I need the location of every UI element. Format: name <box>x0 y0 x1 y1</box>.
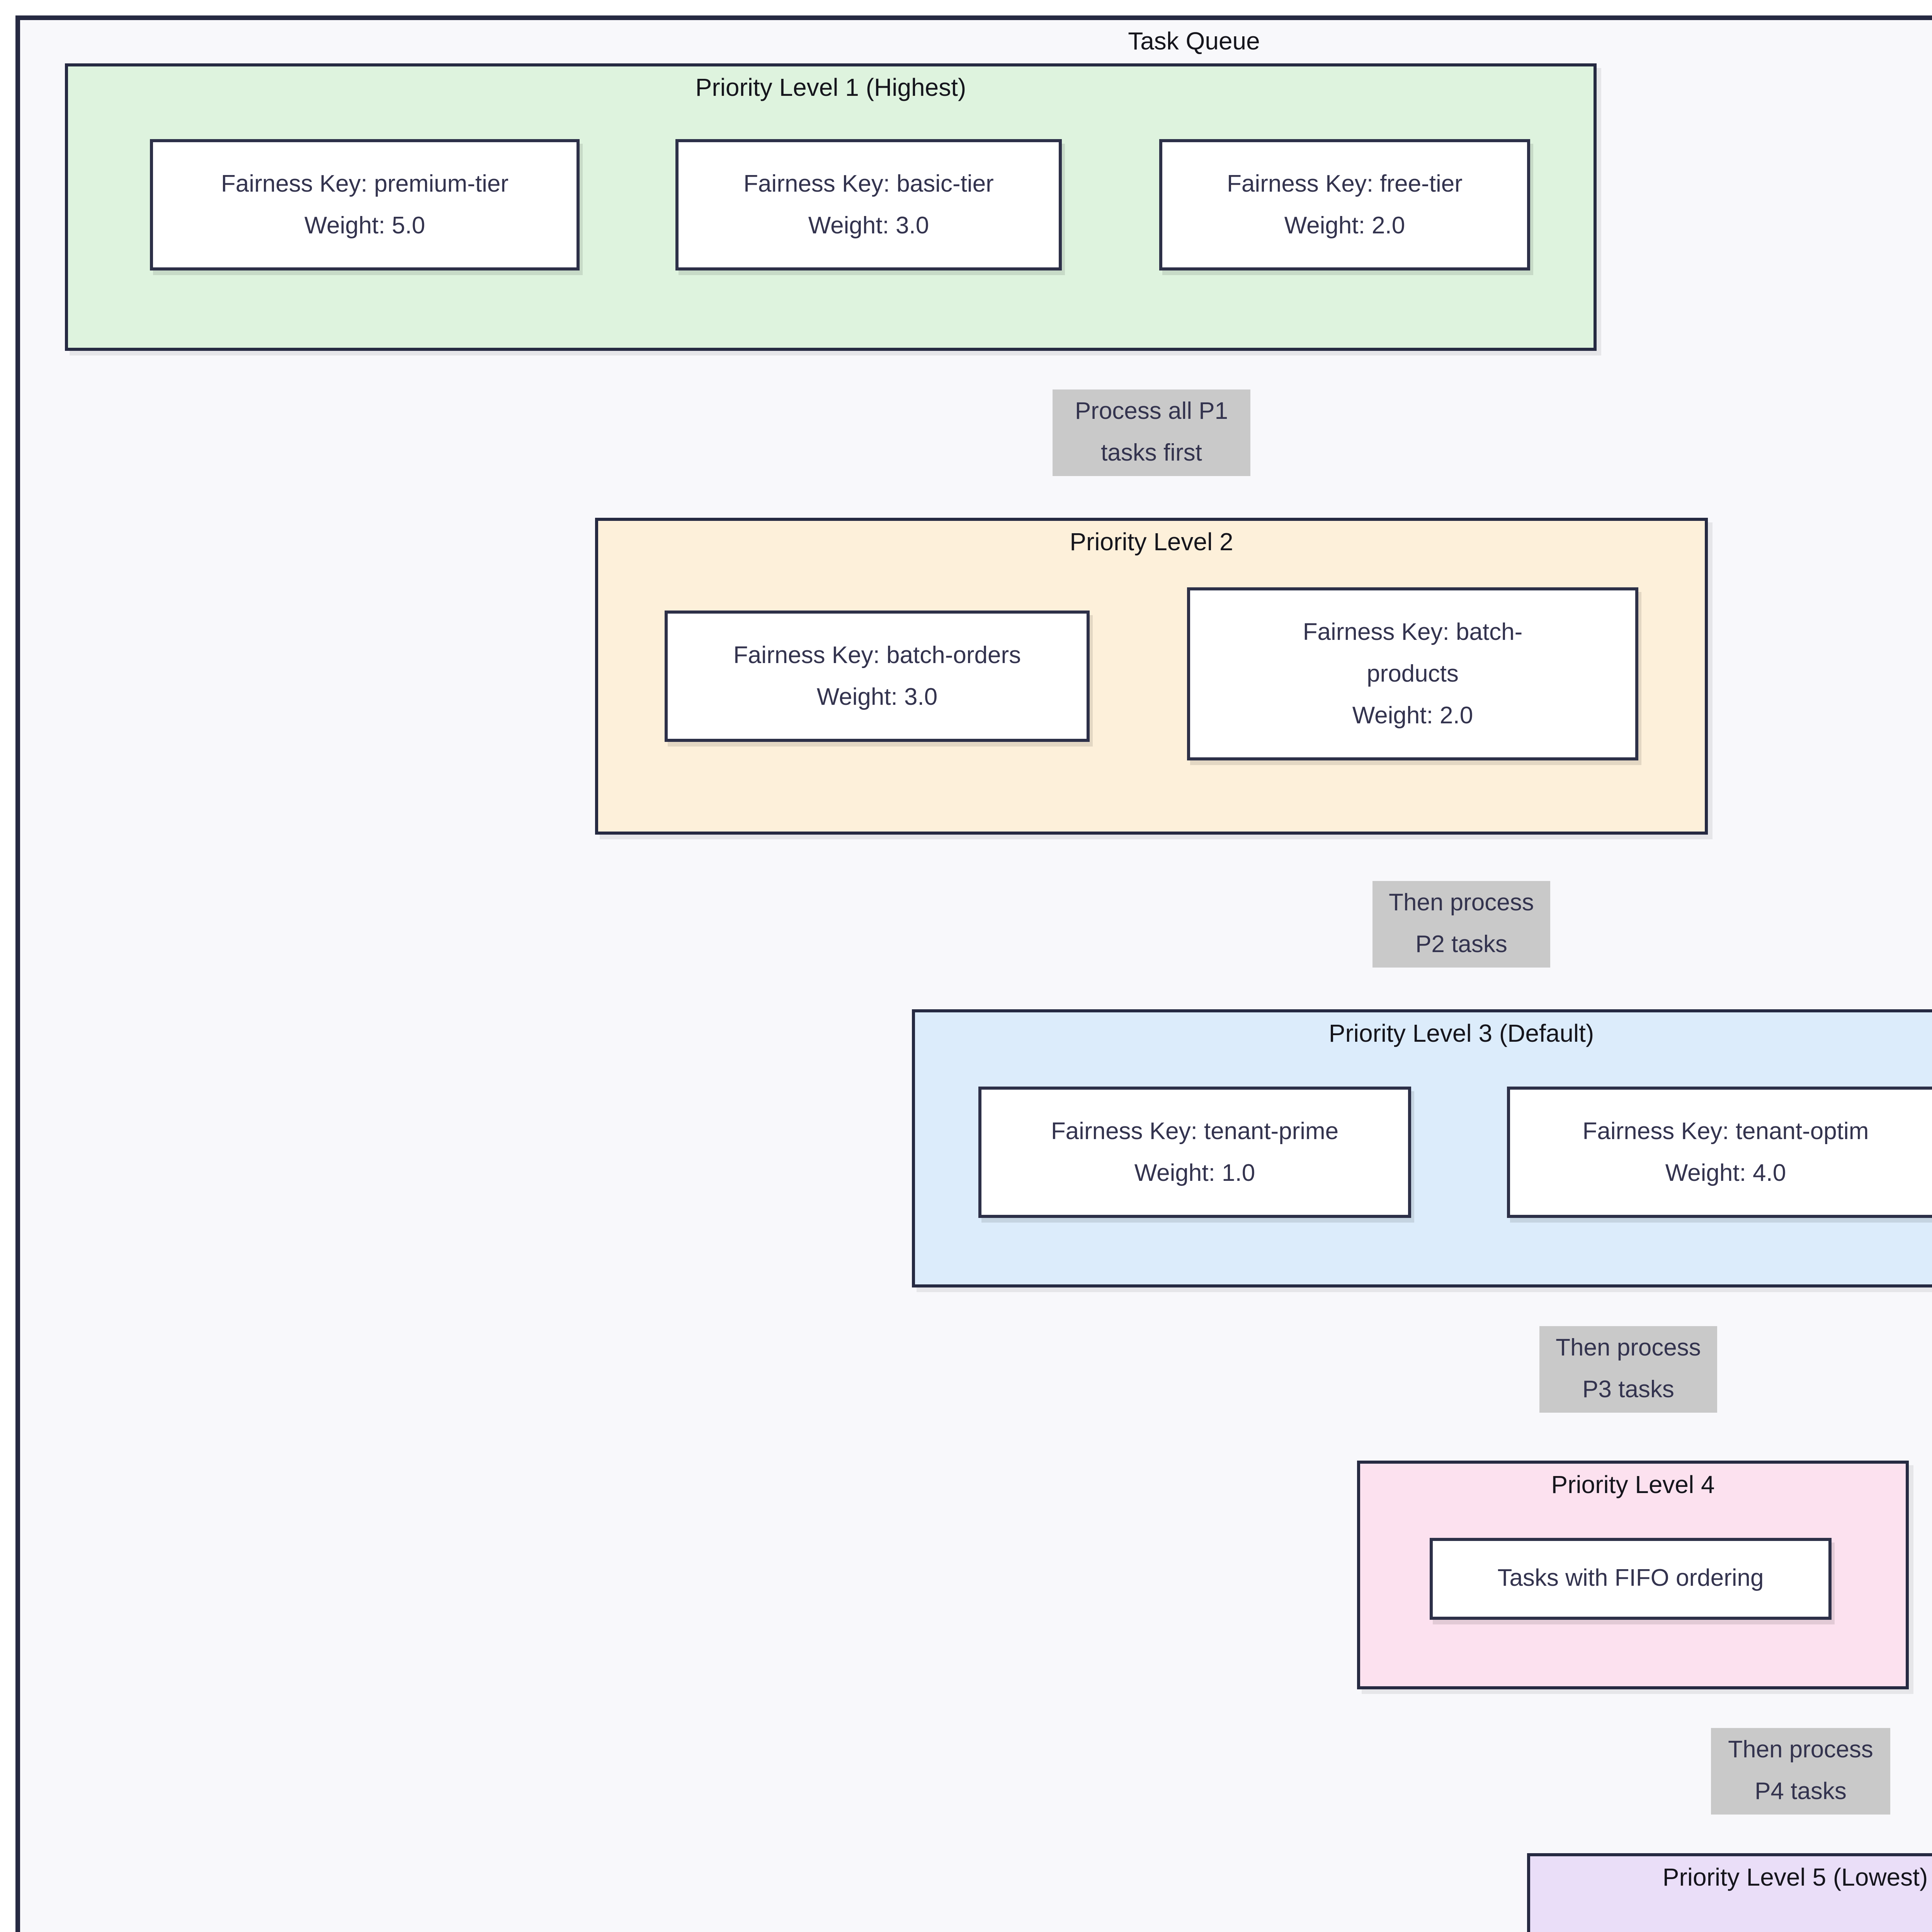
group-priority-4-title: Priority Level 4 <box>1551 1473 1715 1499</box>
node-batch-products: Fairness Key: batch- products Weight: 2.… <box>1187 587 1638 760</box>
edge-label-p2-p3: Then process P2 tasks <box>1372 881 1550 968</box>
edge-label-text-line: Process all P1 <box>1075 399 1228 425</box>
node-tenant-prime: Fairness Key: tenant-prime Weight: 1.0 <box>978 1087 1411 1218</box>
node-p4-fifo: Tasks with FIFO ordering <box>1430 1538 1832 1620</box>
group-priority-3-title: Priority Level 3 (Default) <box>1328 1022 1594 1048</box>
edge-label-p1-p2: Process all P1 tasks first <box>1053 389 1250 476</box>
group-priority-1-title: Priority Level 1 (Highest) <box>695 76 966 102</box>
node-text-line: Fairness Key: tenant-prime <box>1051 1118 1339 1145</box>
edge-label-p4-p5: Then process P4 tasks <box>1711 1728 1890 1815</box>
group-priority-5-title: Priority Level 5 (Lowest) <box>1662 1866 1928 1892</box>
node-batch-orders: Fairness Key: batch-orders Weight: 3.0 <box>665 611 1090 742</box>
node-text-line: products <box>1367 661 1459 687</box>
edge-label-text-line: Then process <box>1556 1335 1701 1362</box>
group-priority-5: Priority Level 5 (Lowest) <box>1527 1853 1932 1932</box>
node-text-line: Weight: 2.0 <box>1352 702 1473 729</box>
edge-label-text-line: Then process <box>1389 890 1534 917</box>
edge-label-text-line: P2 tasks <box>1415 932 1507 958</box>
edge-label-text-line: P3 tasks <box>1582 1377 1674 1403</box>
edge-label-p3-p4: Then process P3 tasks <box>1539 1326 1717 1413</box>
node-text-line: Fairness Key: batch-orders <box>733 642 1021 668</box>
node-free-tier: Fairness Key: free-tier Weight: 2.0 <box>1159 139 1530 270</box>
node-text-line: Weight: 5.0 <box>304 213 425 239</box>
edge-label-text-line: P4 tasks <box>1755 1779 1847 1805</box>
node-text-line: Weight: 3.0 <box>808 213 929 239</box>
task-queue-title: Task Queue <box>1128 29 1260 56</box>
node-text-line: Fairness Key: basic-tier <box>743 171 994 197</box>
node-text-line: Weight: 3.0 <box>816 684 938 710</box>
edge-label-text-line: Then process <box>1728 1737 1873 1764</box>
group-priority-2-title: Priority Level 2 <box>1070 530 1233 556</box>
edge-label-text-line: tasks first <box>1101 440 1202 467</box>
node-text-line: Fairness Key: batch- <box>1303 619 1523 645</box>
node-text-line: Weight: 1.0 <box>1134 1160 1255 1186</box>
node-text-line: Fairness Key: premium-tier <box>221 171 509 197</box>
node-text-line: Weight: 2.0 <box>1284 213 1405 239</box>
node-text-line: Fairness Key: tenant-optim <box>1582 1118 1869 1145</box>
node-tenant-optim: Fairness Key: tenant-optim Weight: 4.0 <box>1507 1087 1932 1218</box>
node-text-line: Weight: 4.0 <box>1665 1160 1786 1186</box>
node-text-line: Tasks with FIFO ordering <box>1497 1566 1764 1592</box>
node-premium-tier: Fairness Key: premium-tier Weight: 5.0 <box>150 139 580 270</box>
node-text-line: Fairness Key: free-tier <box>1227 171 1463 197</box>
node-basic-tier: Fairness Key: basic-tier Weight: 3.0 <box>675 139 1062 270</box>
